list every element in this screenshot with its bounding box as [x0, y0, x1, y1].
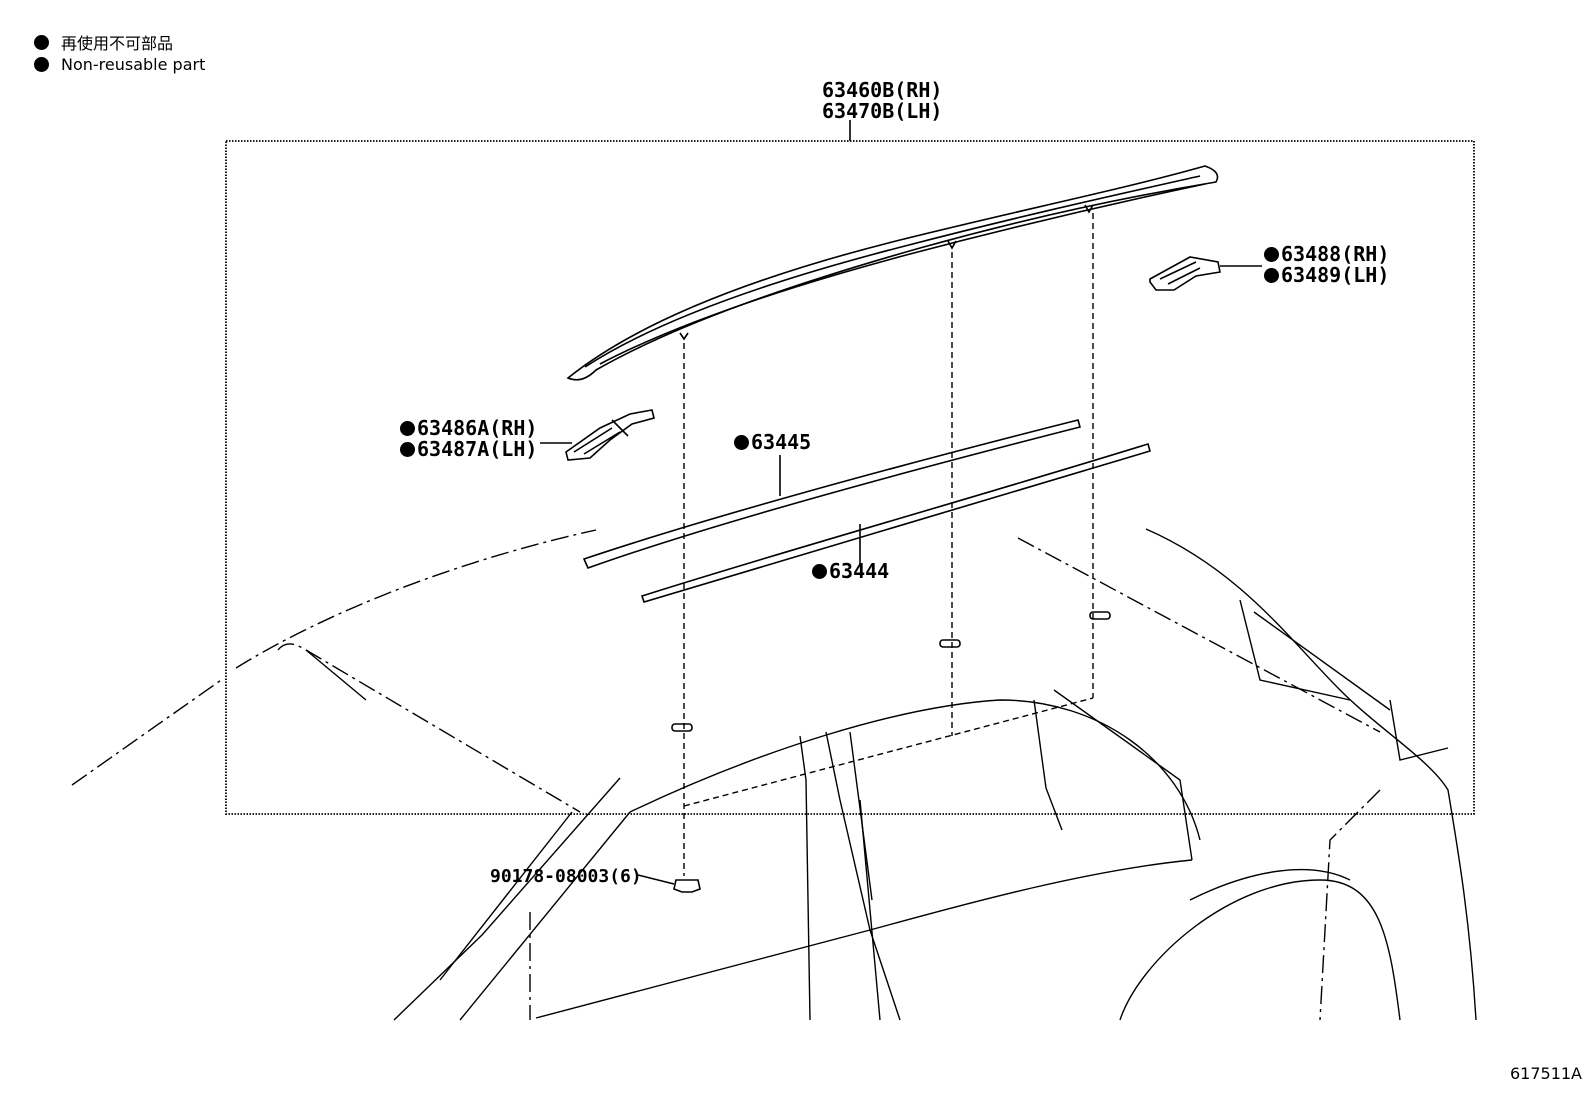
- seal-63444: [640, 442, 1151, 603]
- non-reusable-bullet-icon: [400, 421, 415, 436]
- non-reusable-bullet-icon: [812, 564, 827, 579]
- legend-jp-text: 再使用不可部品: [61, 34, 174, 53]
- front-cover-rh-text: 63488(RH): [1281, 242, 1390, 266]
- non-reusable-bullet-icon: [34, 34, 49, 50]
- non-reusable-bullet-icon: [1264, 247, 1279, 262]
- rear-cover-rh-text: 63486A(RH): [417, 416, 538, 440]
- legend-en-text: Non-reusable part: [61, 55, 206, 74]
- legend-jp: 再使用不可部品: [34, 30, 173, 54]
- rear-cover-lh-text: 63487A(LH): [417, 437, 538, 461]
- front-cover-lh-text: 63489(LH): [1281, 263, 1390, 287]
- nut-90178: [637, 874, 701, 893]
- rear-end-cover: [540, 409, 655, 461]
- front-end-cover: [1149, 256, 1262, 291]
- label-rail-lh: 63470B(LH): [822, 99, 943, 123]
- label-front-cover-lh: 63489(LH): [1264, 265, 1389, 286]
- label-rail-rh: 63460B(RH): [822, 78, 943, 102]
- seal-63445: [582, 419, 1081, 570]
- rail-clip-pads: [671, 611, 1111, 732]
- non-reusable-bullet-icon: [734, 435, 749, 450]
- vehicle-body: [71, 528, 1477, 1021]
- label-front-cover-rh: 63488(RH): [1264, 244, 1389, 265]
- fastener-lines: [683, 213, 1094, 876]
- label-seal-upper: 63445: [734, 432, 811, 453]
- non-reusable-bullet-icon: [34, 57, 49, 72]
- non-reusable-bullet-icon: [1264, 268, 1279, 283]
- label-nut: 90178-08003(6): [490, 866, 642, 887]
- figure-code: 617511A: [1509, 1064, 1582, 1083]
- label-rear-cover-rh: 63486A(RH): [400, 418, 537, 439]
- label-rear-cover-lh: 63487A(LH): [400, 439, 537, 460]
- seal-upper-text: 63445: [751, 430, 812, 454]
- roof-rail: [566, 165, 1219, 381]
- legend-en: Non-reusable part: [34, 55, 205, 74]
- non-reusable-bullet-icon: [400, 442, 415, 457]
- label-seal-lower: 63444: [812, 561, 889, 582]
- seal-lower-text: 63444: [829, 559, 890, 583]
